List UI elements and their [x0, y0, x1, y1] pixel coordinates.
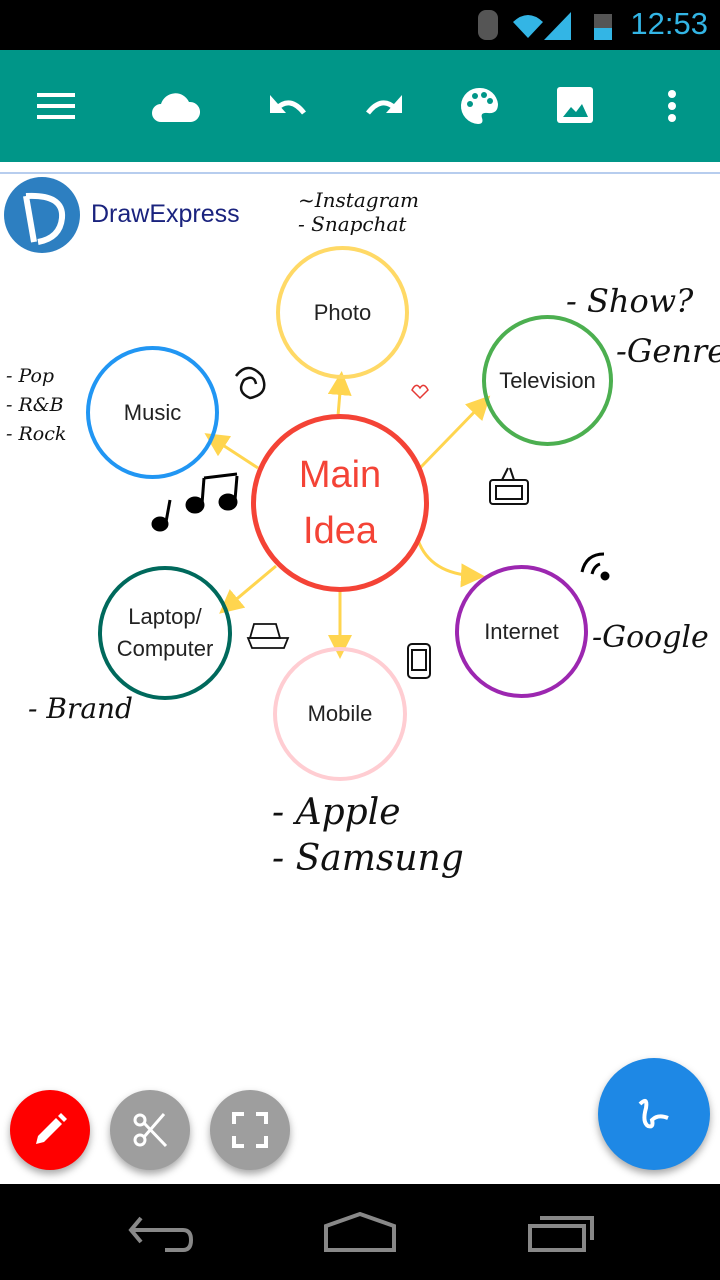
image-icon[interactable] [550, 80, 602, 132]
cut-tool-button[interactable] [110, 1090, 190, 1170]
wifi-doodle-icon [580, 552, 610, 581]
menu-icon[interactable] [30, 80, 82, 132]
pencil-icon [36, 1113, 67, 1144]
fullscreen-icon [232, 1112, 268, 1148]
laptop-line2: Computer [116, 636, 214, 661]
main-line2: Idea [303, 510, 377, 552]
phone-doodle-icon [407, 643, 431, 679]
wifi-icon [513, 15, 543, 38]
draw-mode-fab[interactable] [598, 1058, 710, 1170]
recents-icon[interactable] [526, 1212, 602, 1254]
music-notes-icon [151, 472, 239, 532]
arrow-to-internet [416, 539, 485, 588]
back-icon[interactable] [125, 1214, 195, 1254]
bluetooth-icon [478, 10, 498, 40]
node-label: Mobile [307, 701, 373, 726]
node-photo[interactable]: Photo [276, 246, 409, 379]
laptop-line1: Laptop/ [128, 604, 202, 629]
note-photo: ~Instagram- Snapchat [298, 188, 420, 236]
node-laptop-computer[interactable]: Laptop/Computer [98, 566, 232, 700]
palette-icon[interactable] [454, 80, 506, 132]
arrow-to-television [418, 395, 491, 470]
spiral-doodle-icon [235, 366, 266, 400]
scissors-icon [133, 1113, 168, 1148]
node-internet[interactable]: Internet [455, 565, 588, 698]
note-mobile: - Apple- Samsung [272, 792, 464, 879]
cloud-icon[interactable] [150, 80, 202, 132]
main-line1: Main [298, 454, 382, 496]
note-laptop: - Brand [28, 692, 133, 725]
gesture-icon [638, 1098, 669, 1129]
navigation-bar [0, 1184, 720, 1280]
arrow-to-photo [327, 371, 352, 417]
status-bar: 12:53 [0, 0, 720, 50]
heart-doodle-icon [411, 384, 429, 400]
laptop-doodle-icon [246, 623, 290, 649]
tv-doodle-icon [489, 467, 529, 505]
drawexpress-logo-icon [4, 177, 80, 253]
node-label: Music [123, 399, 182, 425]
signal-icon [544, 12, 571, 40]
node-label: Photo [313, 299, 372, 325]
note-music: - Pop- R&B- Rock [6, 365, 67, 445]
toolbar [0, 50, 720, 162]
status-icons [478, 10, 612, 40]
connector-arrows [151, 366, 610, 679]
note-television: - Show?-Genre [566, 282, 720, 370]
node-mobile[interactable]: Mobile [273, 647, 407, 781]
select-tool-button[interactable] [210, 1090, 290, 1170]
arrow-to-laptop [219, 564, 277, 614]
arrow-to-music [204, 433, 259, 470]
note-internet: -Google [592, 620, 709, 655]
node-music[interactable]: Music [86, 346, 219, 479]
node-television[interactable]: Television [482, 315, 613, 446]
clock: 12:53 [630, 6, 708, 41]
more-vert-icon[interactable] [646, 80, 698, 132]
node-label: Internet [484, 618, 559, 644]
undo-icon[interactable] [262, 80, 314, 132]
redo-icon[interactable] [358, 80, 410, 132]
pen-tool-button[interactable] [10, 1090, 90, 1170]
app-logo-text: DrawExpress [91, 200, 240, 228]
home-icon[interactable] [322, 1212, 398, 1254]
node-label: Television [499, 367, 596, 393]
